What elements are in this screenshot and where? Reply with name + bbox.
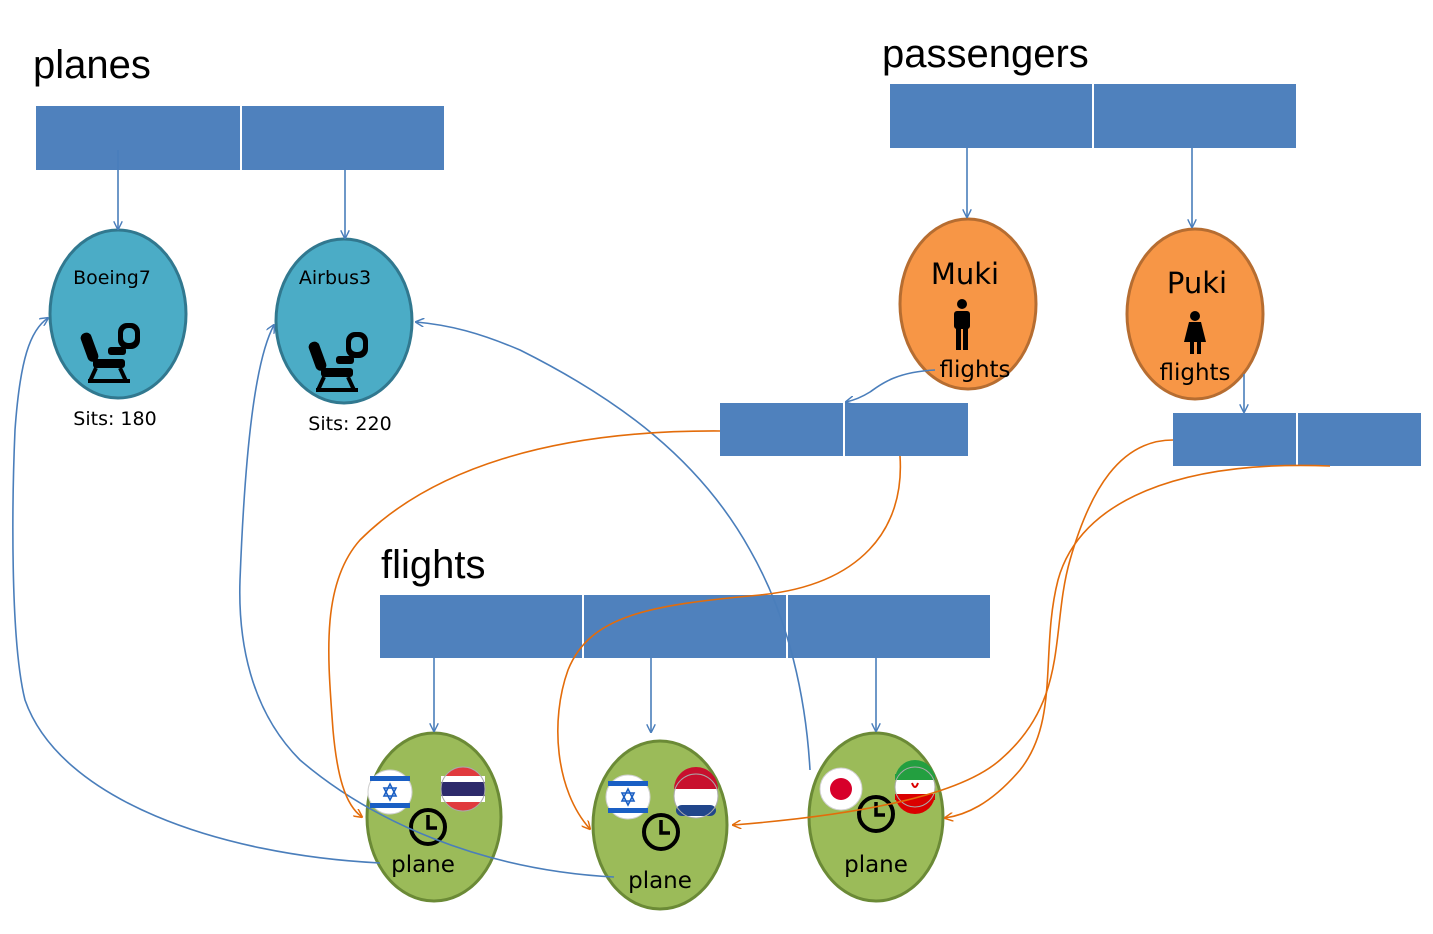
planes-array: [36, 106, 444, 170]
muki-flights-array-cell: [720, 403, 843, 456]
muki-flights-array-cell: [845, 403, 968, 456]
planes-array-cell: [36, 106, 240, 170]
woman-icon: [1184, 311, 1206, 354]
flight-field: plane: [391, 852, 455, 878]
puki-flights-array: [1173, 413, 1421, 466]
passenger-name: Muki: [931, 257, 999, 291]
planes-array-cell: [242, 106, 444, 170]
flights-array-cell: [584, 595, 786, 658]
flight-node-1: plane: [365, 731, 503, 903]
arrow-muki-to-flights-array: [846, 369, 936, 402]
airplane-seat-icon: [308, 332, 368, 392]
arrow-flight2-plane-to-airbus: [238, 325, 615, 878]
passenger-name: Puki: [1167, 266, 1227, 300]
japan-flag-icon: [819, 767, 863, 811]
passenger-flight-arrows: [328, 430, 1331, 829]
planes-title: planes: [33, 43, 151, 87]
passenger-field: flights: [939, 357, 1010, 383]
arrow-puki-flight-to-flight2: [733, 439, 1174, 825]
man-icon: [954, 299, 970, 350]
iran-flag-icon: [894, 760, 936, 814]
passengers-array-cell: [890, 84, 1092, 148]
plane-sits: Sits: 180: [73, 408, 156, 430]
netherlands-flag-icon: [673, 767, 719, 819]
israel-flag-icon: [367, 769, 413, 815]
flight-node-2: plane: [591, 739, 729, 911]
muki-flights-array: [720, 403, 968, 456]
passenger-node-muki: Muki flights: [898, 217, 1038, 391]
clock-icon: [642, 813, 680, 851]
israel-flag-icon: [605, 774, 651, 820]
flight-node-3: plane: [807, 731, 945, 903]
plane-sits: Sits: 220: [308, 413, 391, 435]
flight-field: plane: [844, 852, 908, 878]
airplane-seat-icon: [80, 323, 140, 383]
arrow-flight1-plane-to-boeing: [12, 318, 381, 864]
passenger-field: flights: [1159, 360, 1230, 386]
arrow-puki-flight-to-flight3: [945, 464, 1331, 818]
clock-icon: [409, 808, 447, 846]
thailand-flag-icon: [440, 766, 486, 812]
arrow-muki-flight-to-flight1: [328, 430, 721, 817]
passenger-node-puki: Puki flights: [1125, 227, 1265, 401]
flights-array: [380, 595, 990, 658]
pointer-arrows: [12, 148, 1244, 878]
plane-node-boeing: Boeing7 Sits: 180: [48, 228, 188, 430]
puki-flights-array-cell: [1173, 413, 1296, 466]
flights-array-cell: [788, 595, 990, 658]
plane-node-airbus: Airbus3 Sits: 220: [274, 237, 414, 435]
arrow-muki-flight-to-flight2: [557, 455, 902, 829]
flights-array-cell: [380, 595, 582, 658]
plane-name: Airbus3: [299, 267, 371, 289]
passengers-array-cell: [1094, 84, 1296, 148]
puki-flights-array-cell: [1298, 413, 1421, 466]
passengers-array: [890, 84, 1296, 148]
flight-field: plane: [628, 868, 692, 894]
plane-name: Boeing7: [73, 267, 151, 289]
flights-title: flights: [381, 543, 486, 587]
arrow-flight3-plane-to-airbus: [416, 322, 811, 771]
passengers-title: passengers: [882, 32, 1089, 76]
